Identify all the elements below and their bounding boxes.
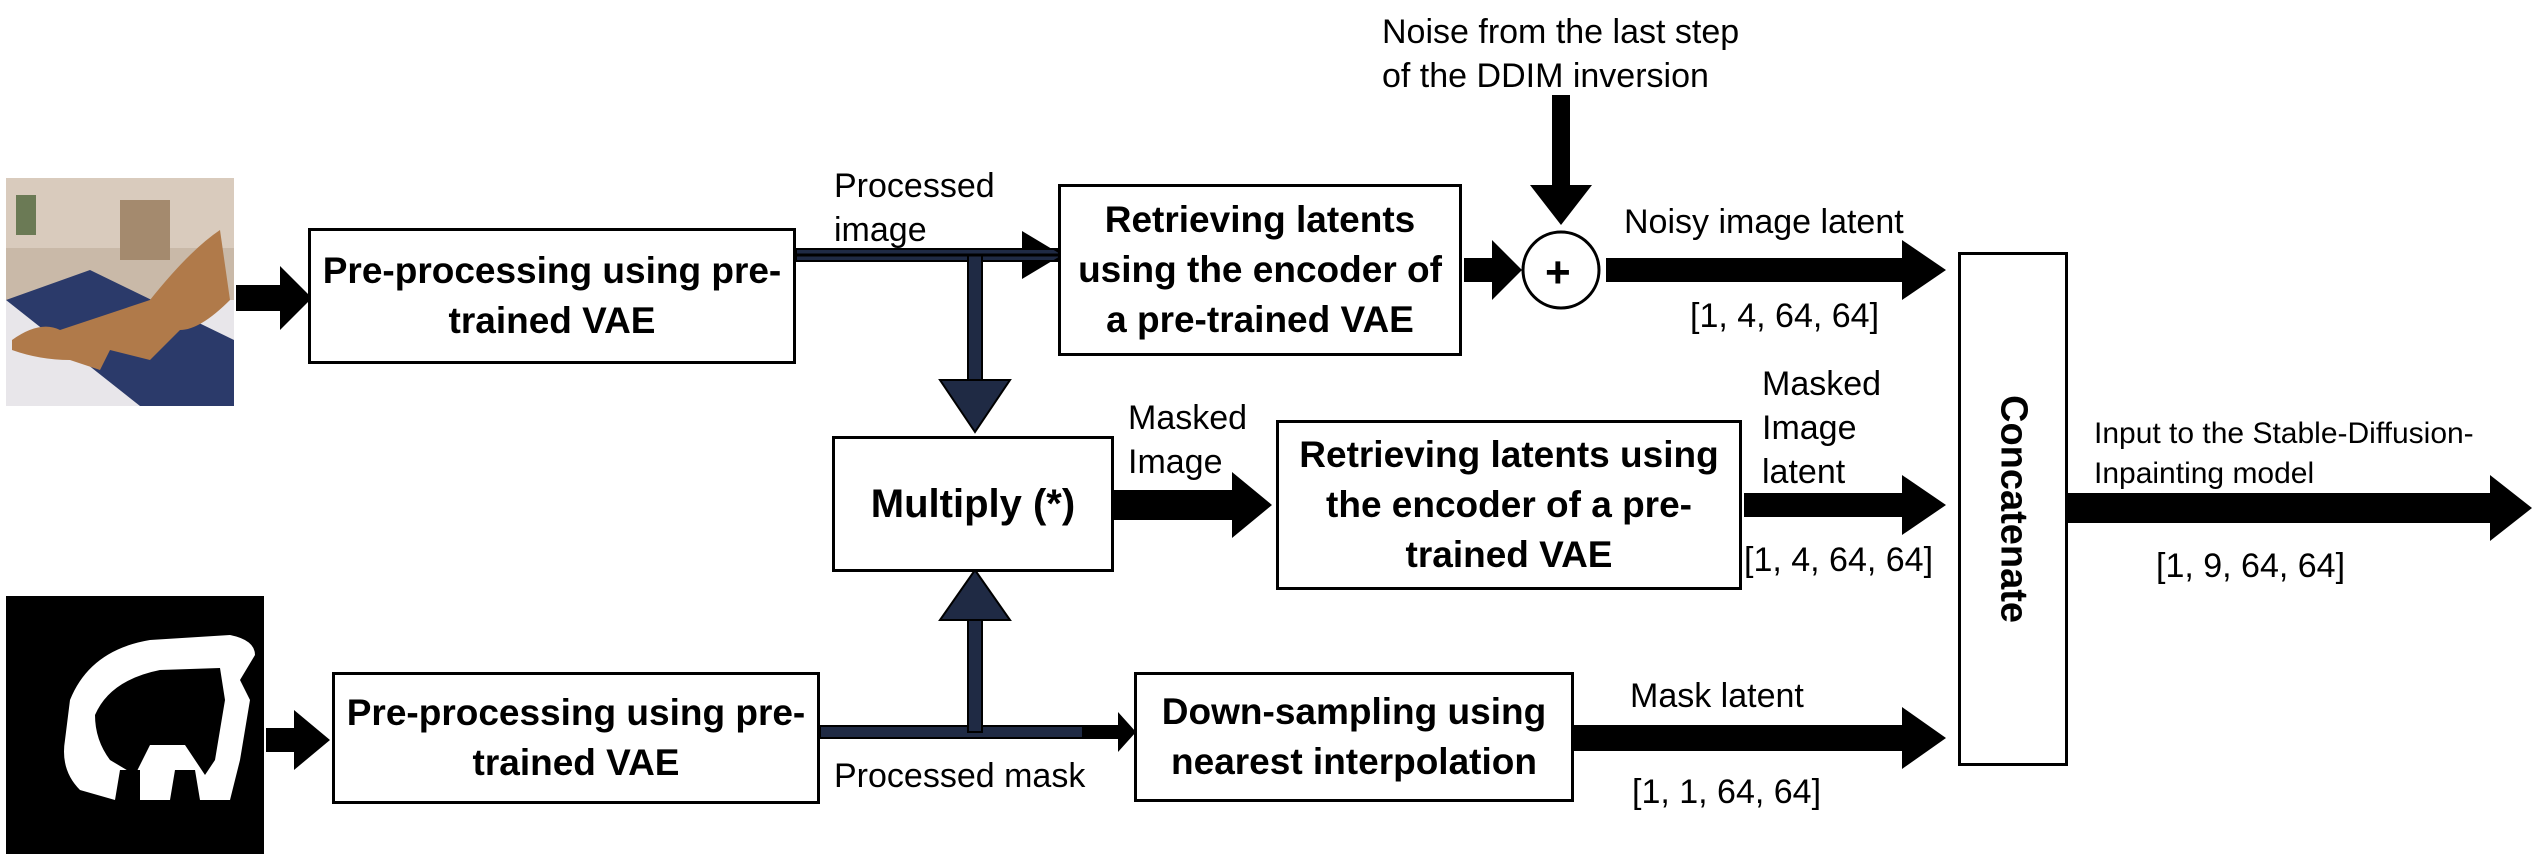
encoder-middle-box: Retrieving latents using the encoder of …: [1276, 420, 1742, 590]
noisy-latent-label: Noisy image latent: [1624, 203, 1904, 241]
arrow-to-encoder-top: [1022, 231, 1062, 279]
arrow-image-to-preprocess: [236, 266, 312, 330]
preprocess-mask-box: Pre-processing using pre-trained VAE: [332, 672, 820, 804]
output-label-line2: Inpainting model: [2094, 457, 2315, 490]
input-mask: [6, 596, 264, 854]
add-node: [1521, 230, 1601, 310]
noisy-latent-shape: [1, 4, 64, 64]: [1690, 297, 1880, 335]
noise-label-line1: Noise from the last step: [1382, 13, 1740, 51]
masked-latent-label-line1: Masked: [1762, 365, 1882, 403]
arrow-noise-down: [1530, 95, 1592, 225]
arrow-masked-latent: [1744, 475, 1946, 535]
multiply-box: Multiply (*): [832, 436, 1114, 572]
preprocess-image-box: Pre-processing using pre-trained VAE: [308, 228, 796, 364]
masked-image-label-line1: Masked: [1128, 399, 1248, 437]
concatenate-box: Concatenate: [1958, 252, 2068, 766]
masked-latent-shape: [1, 4, 64, 64]: [1744, 541, 1934, 579]
arrow-encoder-to-add: [1464, 240, 1522, 300]
arrow-mask-latent: [1574, 707, 1946, 769]
noise-label-line2: of the DDIM inversion: [1382, 57, 1709, 95]
masked-latent-label-line3: latent: [1762, 453, 1846, 491]
arrow-to-downsample: [1082, 712, 1136, 752]
output-shape: [1, 9, 64, 64]: [2156, 547, 2346, 585]
mask-latent-label: Mask latent: [1630, 677, 1804, 715]
encoder-top-box: Retrieving latents using the encoder of …: [1058, 184, 1462, 356]
add-operator: +: [1545, 248, 1571, 297]
mask-latent-shape: [1, 1, 64, 64]: [1632, 773, 1822, 811]
processed-image-label-line1: Processed: [834, 167, 995, 205]
arrow-output: [2068, 475, 2532, 541]
arrow-mask-to-preprocess: [266, 710, 330, 770]
processed-mask-path: [819, 568, 1121, 739]
output-label-line1: Input to the Stable-Diffusion-: [2094, 417, 2474, 450]
input-image: [6, 178, 234, 406]
processed-mask-label: Processed mask: [834, 757, 1086, 795]
downsample-box: Down-sampling using nearest interpolatio…: [1134, 672, 1574, 802]
masked-latent-label-line2: Image: [1762, 409, 1857, 447]
masked-image-label-line2: Image: [1128, 443, 1223, 481]
arrow-multiply-to-encoder: [1112, 472, 1272, 538]
arrow-noisy-latent: [1606, 240, 1946, 300]
processed-image-label-line2: image: [834, 211, 927, 249]
